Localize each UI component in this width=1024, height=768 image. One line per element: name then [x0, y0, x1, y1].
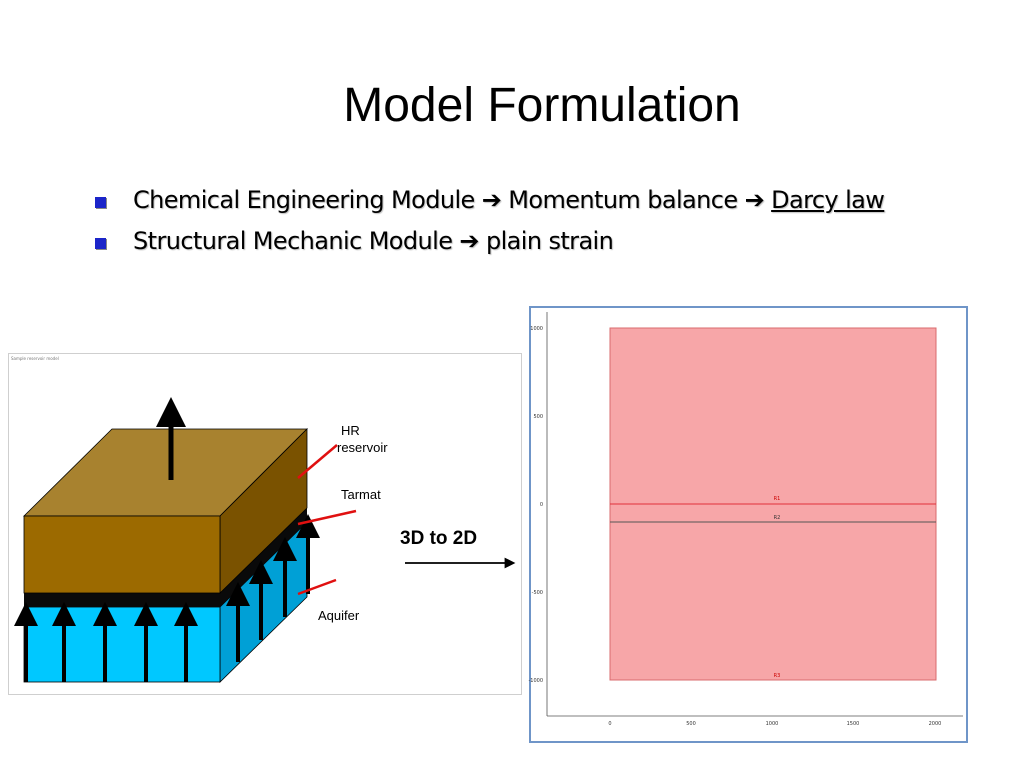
x-tick-label: 1000: [766, 721, 779, 727]
y-tick-label: 1000: [530, 326, 543, 332]
bullet-text: plain strain: [478, 227, 614, 255]
region-label-r1: R1: [774, 496, 781, 502]
panel-header: Sample reservoir model: [11, 356, 59, 361]
reservoir-front-face: [23, 515, 221, 594]
x-tick-label: 500: [686, 721, 696, 727]
bullet-icon: [95, 197, 106, 208]
region-label-r3: R3: [774, 673, 781, 679]
x-tick-label: 0: [608, 721, 611, 727]
tarmat-label: Tarmat: [341, 487, 381, 502]
bullet-text: Momentum balance: [501, 186, 745, 214]
bullet-text: Chemical Engineering Module: [133, 186, 482, 214]
right-arrow-icon: ➔: [459, 227, 479, 255]
region-r1: [609, 327, 937, 505]
x-tick-label: 2000: [929, 721, 942, 727]
bullet-item-structural: Structural Mechanic Module ➔ plain strai…: [95, 227, 884, 268]
region-label-r2: R2: [774, 515, 781, 521]
darcy-law-text: Darcy law: [771, 186, 885, 214]
aquifer-label: Aquifer: [318, 608, 360, 623]
region-r3: [609, 521, 937, 681]
bullet-item-chemical: Chemical Engineering Module ➔ Momentum b…: [95, 186, 885, 227]
y-tick-label: -500: [532, 590, 543, 596]
bullet-text: Structural Mechanic Module: [133, 227, 460, 255]
bullet-list: Chemical Engineering Module ➔ Momentum b…: [95, 186, 885, 268]
hr-pointer-line: [297, 444, 338, 479]
y-tick-label: -1000: [528, 678, 543, 684]
right-arrow-icon: ➔: [744, 186, 765, 214]
hr-label: HR: [341, 423, 360, 438]
reservoir-label: reservoir: [337, 440, 388, 455]
right-arrow-icon: ➔: [481, 186, 502, 214]
bullet-icon: [95, 238, 106, 249]
y-tick-label: 500: [533, 414, 543, 420]
conversion-label: 3D to 2D: [400, 528, 478, 549]
y-tick-label: 0: [540, 502, 543, 508]
x-tick-label: 1500: [847, 721, 860, 727]
aquifer-pointer-line: [297, 578, 337, 596]
slide-title: Model Formulation: [343, 79, 741, 132]
tarmat-pointer-line: [297, 509, 357, 526]
